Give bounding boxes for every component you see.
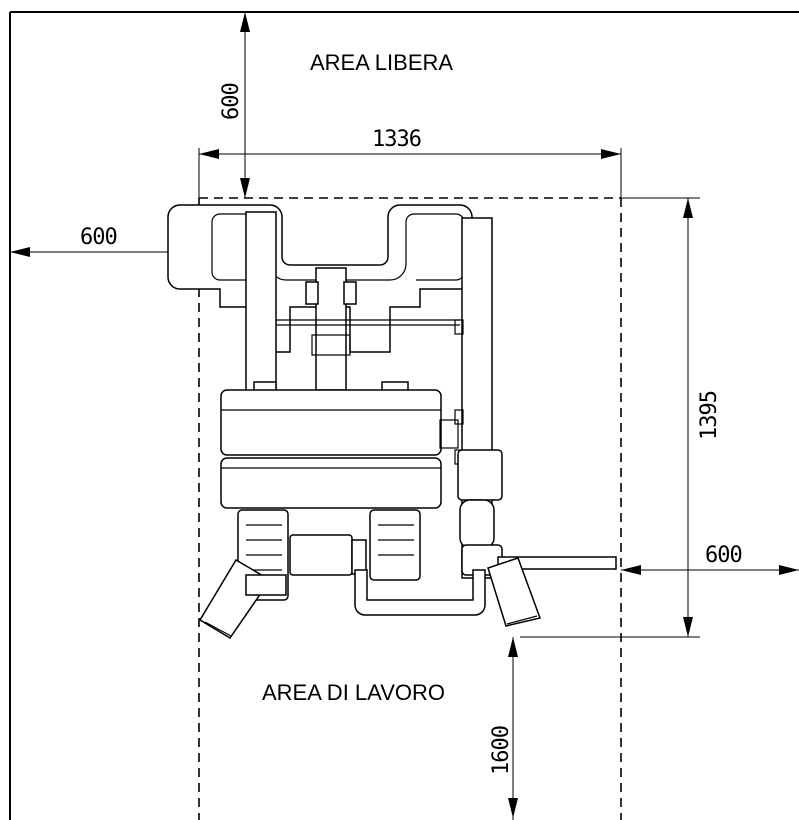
machine-top-view (167, 204, 617, 640)
dim-width-label: 1336 (372, 127, 421, 152)
free-area-label: AREA LIBERA (310, 50, 453, 75)
dim-depth-label: 1395 (697, 391, 722, 440)
dim-top-clearance: 600 (219, 12, 250, 198)
dim-top-clearance-label: 600 (219, 83, 244, 120)
dim-right-clearance: 600 (621, 543, 799, 575)
room-walls (9, 11, 799, 820)
dim-width: 1336 (198, 127, 622, 198)
dim-depth: 1395 (520, 197, 722, 638)
dim-right-clearance-label: 600 (705, 543, 742, 568)
dim-left-clearance-label: 600 (80, 225, 117, 250)
work-area-label: AREA DI LAVORO (262, 680, 445, 705)
dim-work-area-depth-label: 1600 (489, 726, 514, 775)
footprint-dashed-outline (198, 197, 622, 820)
dim-work-area-depth: 1600 (489, 637, 518, 820)
